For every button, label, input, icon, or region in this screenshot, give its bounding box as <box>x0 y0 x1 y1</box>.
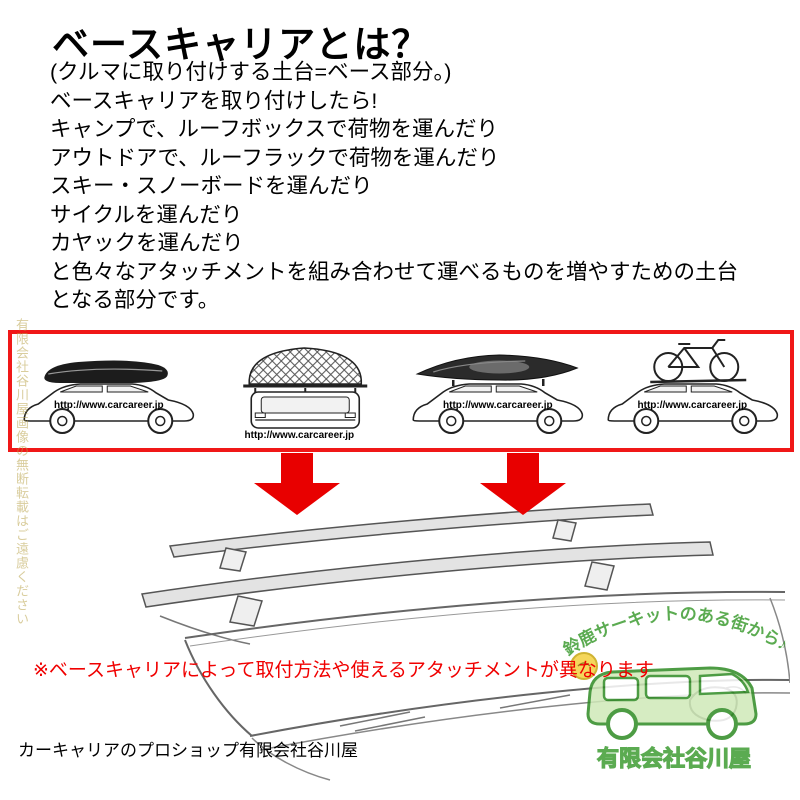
page-title: ベースキャリアとは？ <box>52 24 430 65</box>
intro-line: (クルマに取り付けする土台=ベース部分。) <box>50 60 452 84</box>
intro-line: キャンプで、ルーフボックスで荷物を運んだり <box>50 117 499 141</box>
note-text: ※ベースキャリアによって取付方法や使えるアタッチメントが異なります <box>33 660 654 681</box>
intro-line: カヤックを運んだり <box>50 231 244 255</box>
tanigawaya-logo-watermark: 鈴鹿サーキットのある街から♪ 有限会社谷川屋 <box>560 604 790 771</box>
green-van-icon <box>586 666 758 740</box>
attachment-examples-panel: http://www.carcareer.jp <box>8 330 794 452</box>
intro-line: スキー・スノーボードを運んだり <box>50 174 373 198</box>
down-arrow <box>480 453 566 515</box>
intro-line: ベースキャリアを取り付けしたら! <box>50 88 378 113</box>
logo-arc-text: 鈴鹿サーキットのある街から♪ <box>560 604 790 659</box>
intro-line: となる部分です。 <box>50 288 220 312</box>
example-roof-box: http://www.carcareer.jp <box>12 334 207 448</box>
intro-text: (クルマに取り付けする土台=ベース部分。) ベースキャリアを取り付けしたら! キ… <box>50 58 738 315</box>
carcareer-url: http://www.carcareer.jp <box>443 400 553 411</box>
roof-rack-net-car-illustration <box>242 347 367 429</box>
bike-car-illustration <box>606 339 778 434</box>
intro-line: アウトドアで、ルーフラックで荷物を運んだり <box>50 145 500 170</box>
svg-text:鈴鹿サーキットのある街から♪: 鈴鹿サーキットのある街から♪ <box>560 604 790 659</box>
carcareer-url: http://www.carcareer.jp <box>54 400 164 411</box>
logo-badge-icon <box>570 652 598 680</box>
example-kayak: http://www.carcareer.jp <box>401 334 596 448</box>
intro-line: サイクルを運んだり <box>50 202 243 227</box>
logo-company-text: 有限会社谷川屋 <box>597 746 751 771</box>
carcareer-url: http://www.carcareer.jp <box>244 430 355 441</box>
example-bike: http://www.carcareer.jp <box>596 334 791 448</box>
kayak-car-illustration <box>412 354 584 434</box>
footer-shop-name: カーキャリアのプロショップ有限会社谷川屋 <box>18 741 358 760</box>
intro-line: と色々なアタッチメントを組み合わせて運べるものを増やすための土台 <box>50 259 739 284</box>
roof-box-car-illustration <box>23 360 195 434</box>
down-arrow <box>254 453 340 515</box>
example-roof-rack-net: http://www.carcareer.jp <box>207 334 402 448</box>
carcareer-url: http://www.carcareer.jp <box>637 400 748 411</box>
